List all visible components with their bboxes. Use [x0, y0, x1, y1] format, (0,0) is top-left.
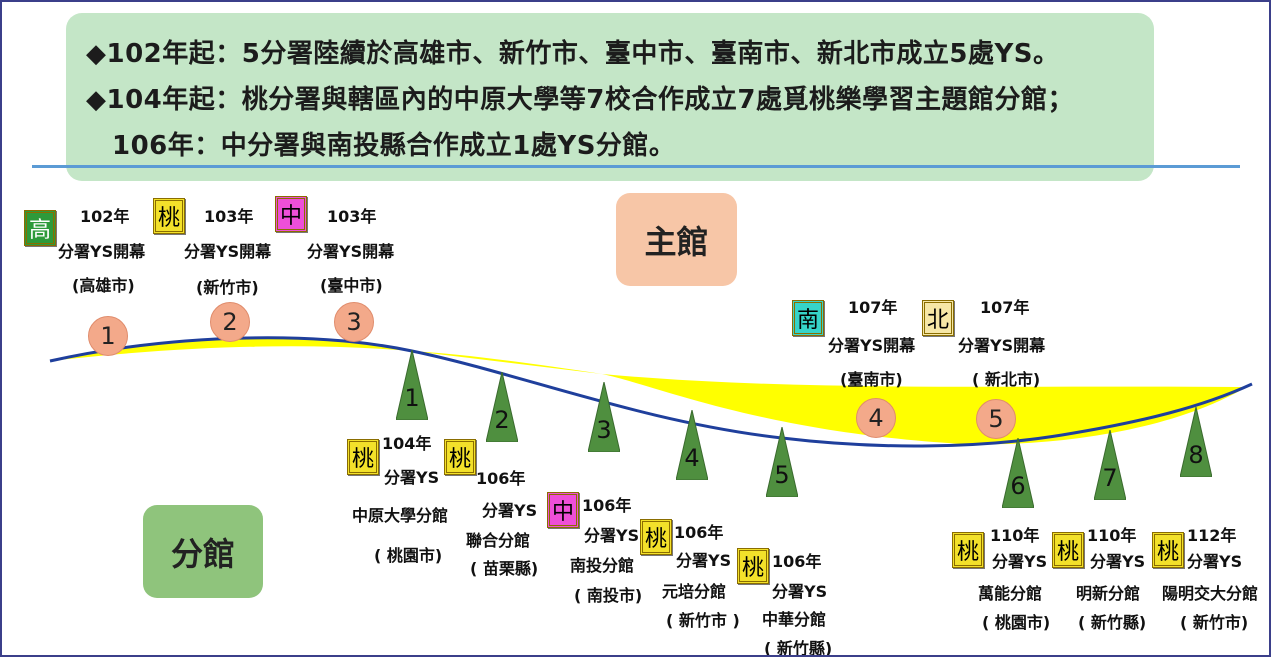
main-site-4-icon: 南	[792, 300, 824, 336]
branch-7-icon: 桃	[1052, 532, 1084, 568]
branch-7-city: ( 新竹縣)	[1078, 613, 1147, 632]
branch-7-marker: 7	[1094, 430, 1126, 500]
branch-7-desc: 分署YS	[1090, 552, 1146, 571]
main-site-5-year: 107年	[980, 298, 1030, 317]
branch-4-marker: 4	[676, 410, 708, 480]
branch-3-year: 106年	[582, 496, 632, 515]
branch-hall-label: 分館	[143, 505, 263, 598]
branch-6-name: 萬能分館	[978, 584, 1043, 603]
branch-6-year: 110年	[990, 526, 1040, 545]
branch-5-year: 106年	[772, 552, 822, 571]
branch-2-number: 2	[494, 406, 510, 434]
header-line-1: ◆102年起：5分署陸續於高雄市、新竹市、臺中市、臺南市、新北市成立5處YS。	[86, 39, 1060, 69]
timeline-curve	[49, 336, 1253, 448]
branch-4-icon: 桃	[640, 519, 672, 555]
main-site-1-number: 1	[88, 316, 128, 356]
branch-6-marker: 6	[1002, 438, 1034, 508]
main-site-2-city: (新竹市)	[196, 278, 259, 297]
main-site-5-city: ( 新北市)	[972, 370, 1041, 389]
main-site-4-year: 107年	[848, 298, 898, 317]
main-site-4-number: 4	[856, 398, 896, 438]
branch-3-desc: 分署YS	[584, 526, 640, 545]
branch-2-year: 106年	[476, 469, 526, 488]
branch-5-marker: 5	[766, 427, 798, 497]
branch-2-marker: 2	[486, 372, 518, 442]
branch-1-year: 104年	[382, 434, 432, 453]
branch-4-number: 4	[684, 444, 700, 472]
branch-1-number: 1	[404, 384, 420, 412]
main-site-5-desc: 分署YS開幕	[958, 336, 1046, 355]
branch-4-name: 元培分館	[662, 582, 727, 601]
header-box: ◆102年起：5分署陸續於高雄市、新竹市、臺中市、臺南市、新北市成立5處YS。 …	[66, 13, 1154, 181]
main-site-1-city: (高雄市)	[72, 276, 135, 295]
branch-6-icon: 桃	[952, 532, 984, 568]
divider-line	[32, 165, 1240, 168]
branch-4-year: 106年	[674, 523, 724, 542]
branch-7-number: 7	[1102, 464, 1118, 492]
branch-2-desc: 分署YS	[482, 501, 538, 520]
main-site-3-year: 103年	[327, 207, 377, 226]
branch-4-desc: 分署YS	[676, 551, 732, 570]
branch-7-year: 110年	[1087, 526, 1137, 545]
branch-8-city: ( 新竹市)	[1180, 613, 1249, 632]
header-line-2: ◆104年起：桃分署與轄區內的中原大學等7校合作成立7處覓桃樂學習主題館分館；	[86, 85, 1074, 115]
branch-2-name: 聯合分館	[466, 531, 531, 550]
main-site-1-icon: 高	[24, 210, 56, 246]
main-site-1-year: 102年	[80, 207, 130, 226]
main-site-2-number: 2	[210, 302, 250, 342]
main-site-3-city: (臺中市)	[320, 276, 383, 295]
branch-3-city: ( 南投市)	[574, 586, 643, 605]
branch-8-icon: 桃	[1152, 532, 1184, 568]
branch-3-marker: 3	[588, 382, 620, 452]
branch-6-desc: 分署YS	[992, 552, 1048, 571]
main-site-1-desc: 分署YS開幕	[58, 242, 146, 261]
branch-1-desc: 分署YS	[384, 468, 440, 487]
branch-4-city: ( 新竹市 )	[666, 611, 740, 630]
branch-1-name: 中原大學分館	[352, 506, 449, 525]
main-site-4-desc: 分署YS開幕	[828, 336, 916, 355]
branch-3-number: 3	[596, 416, 612, 444]
header-line-3: 106年：中分署與南投縣合作成立1處YS分館。	[112, 131, 676, 161]
main-hall-label: 主館	[616, 193, 737, 286]
main-site-5-number: 5	[976, 399, 1016, 439]
main-site-3-desc: 分署YS開幕	[307, 242, 395, 261]
branch-1-icon: 桃	[347, 439, 379, 475]
branch-5-desc: 分署YS	[772, 582, 828, 601]
branch-5-city: ( 新竹縣)	[764, 639, 833, 657]
main-site-3-icon: 中	[275, 196, 307, 232]
branch-5-name: 中華分館	[762, 610, 827, 629]
branch-2-icon: 桃	[444, 439, 476, 475]
branch-8-number: 8	[1188, 441, 1204, 469]
branch-6-number: 6	[1010, 472, 1026, 500]
branch-8-year: 112年	[1187, 526, 1237, 545]
main-site-5-icon: 北	[922, 300, 954, 336]
branch-1-marker: 1	[396, 350, 428, 420]
main-site-2-desc: 分署YS開幕	[184, 242, 272, 261]
branch-3-name: 南投分館	[570, 556, 635, 575]
main-site-2-icon: 桃	[153, 198, 185, 234]
branch-2-city: ( 苗栗縣)	[470, 559, 539, 578]
yellow-band	[50, 338, 1250, 445]
branch-3-icon: 中	[547, 492, 579, 528]
main-site-4-city: (臺南市)	[840, 370, 903, 389]
main-site-2-year: 103年	[204, 207, 254, 226]
branch-7-name: 明新分館	[1076, 584, 1141, 603]
branch-1-city: ( 桃園市)	[374, 546, 443, 565]
branch-5-number: 5	[774, 461, 790, 489]
branch-5-icon: 桃	[737, 548, 769, 584]
branch-6-city: ( 桃園市)	[982, 613, 1051, 632]
main-site-3-number: 3	[334, 302, 374, 342]
branch-8-name: 陽明交大分館	[1162, 584, 1259, 603]
branch-8-desc: 分署YS	[1187, 552, 1243, 571]
branch-8-marker: 8	[1180, 407, 1212, 477]
